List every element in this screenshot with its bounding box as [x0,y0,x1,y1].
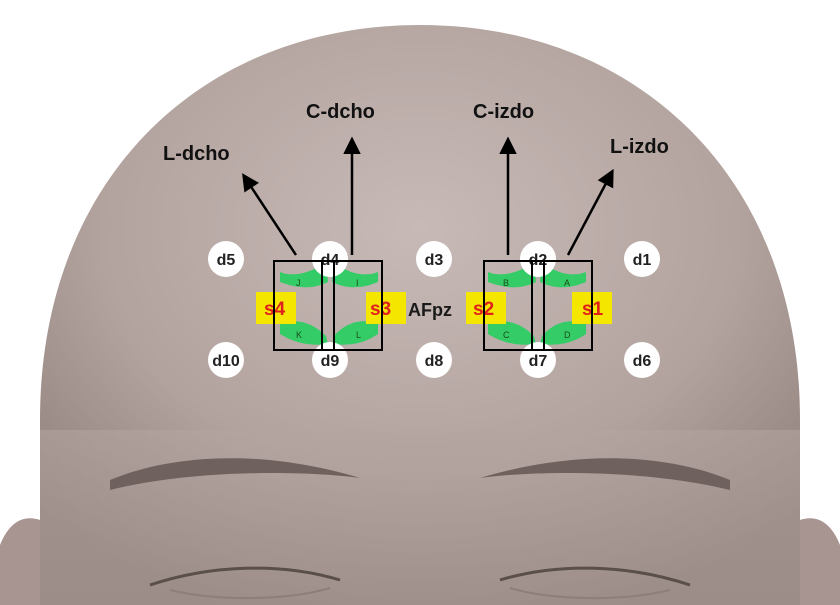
channel-label-C: C [503,330,510,340]
detector-d3: d3 [425,252,444,269]
detector-d10: d10 [212,353,240,370]
label-l-dcho: L-dcho [163,143,230,165]
channel-label-I: I [356,278,359,288]
center-label-afpz: AFpz [408,300,452,320]
channel-label-A: A [564,278,570,288]
label-c-dcho: C-dcho [306,101,375,123]
channel-label-J: J [296,278,301,288]
detector-d7: d7 [529,353,548,370]
detector-d6: d6 [633,353,652,370]
detector-d5: d5 [217,252,236,269]
channel-label-B: B [503,278,509,288]
label-c-izdo: C-izdo [473,101,534,123]
detector-d8: d8 [425,353,444,370]
channel-label-K: K [296,330,302,340]
label-l-izdo: L-izdo [610,136,669,158]
channel-label-L: L [356,330,361,340]
detector-d9: d9 [321,353,340,370]
source-s3: s3 [370,299,391,320]
detector-d1: d1 [633,252,652,269]
channel-label-D: D [564,330,571,340]
